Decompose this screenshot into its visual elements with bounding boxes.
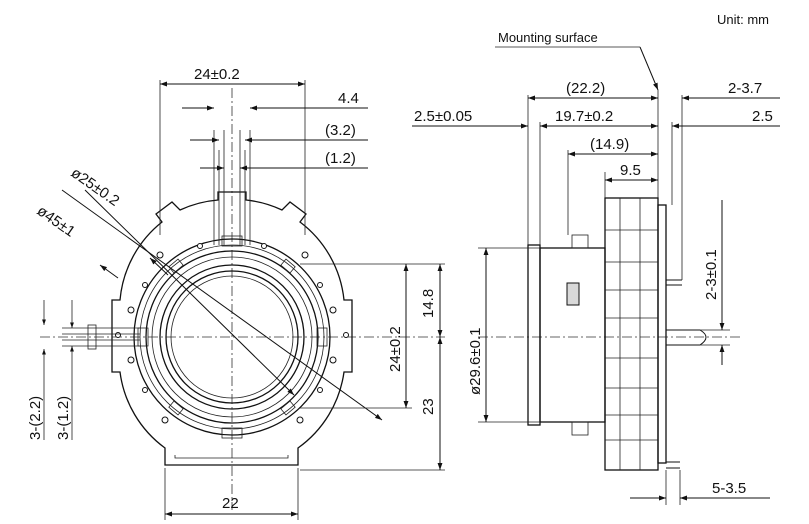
dim-24-right: 24±0.2 <box>387 326 404 372</box>
bezel-ring-3 <box>145 250 319 424</box>
bottom-tab-inner <box>174 455 289 459</box>
side-view: Mounting surface <box>412 30 780 505</box>
top-terminals <box>213 130 251 245</box>
mounting-surface-label: Mounting surface <box>498 30 598 45</box>
dim-3-2: (3.2) <box>325 122 356 139</box>
dim-19-7: 19.7±0.2 <box>555 108 613 125</box>
bezel-ring-4 <box>151 256 313 418</box>
dia45-leader <box>61 189 383 421</box>
dim-22: 22 <box>222 495 239 512</box>
dim-2-5-005: 2.5±0.05 <box>414 108 472 125</box>
body-rear <box>604 197 659 471</box>
dim-dia45: ø45±1 <box>34 202 79 240</box>
side-latch <box>566 282 580 306</box>
dim-14-8: 14.8 <box>420 289 437 318</box>
bezel-ring-5 <box>159 264 305 410</box>
dim-9-5: 9.5 <box>620 162 641 179</box>
dia25-arrow-start <box>149 257 169 276</box>
dim-2-3: 2-3±0.1 <box>703 249 720 300</box>
dim-2-3-7: 2-3.7 <box>728 80 762 97</box>
side-body <box>527 197 707 471</box>
dim-14-9: (14.9) <box>590 136 629 153</box>
dim-29-6: ø29.6±0.1 <box>467 328 484 395</box>
bezel-teeth <box>137 235 328 439</box>
dia45-arrow-start <box>99 264 119 279</box>
dim-24-top: 24±0.2 <box>194 66 240 83</box>
bezel-outer-ring <box>133 238 331 436</box>
dim-5-3-5: 5-3.5 <box>712 480 746 497</box>
bezel-inner-ring <box>165 270 299 404</box>
dim-4-4: 4.4 <box>338 90 359 107</box>
dim-left-2-2: 3-(2.2) <box>27 396 44 440</box>
left-terminals <box>62 324 140 350</box>
dim-dia25: ø25±0.2 <box>68 164 123 209</box>
outer-housing-outline <box>111 191 353 466</box>
dim-1-2: (1.2) <box>325 150 356 167</box>
bezel-innermost-ring <box>170 275 294 399</box>
body-front-flange <box>527 244 541 426</box>
dim-2-5: 2.5 <box>752 108 773 125</box>
body-rear-plate <box>657 204 667 464</box>
dim-23: 23 <box>420 398 437 415</box>
mounting-leader <box>639 46 659 91</box>
front-view: 24±0.2 4.4 (3.2) (1.2) ø25±0.2 ø45±1 24±… <box>27 66 445 520</box>
body-main <box>539 247 606 423</box>
bezel-ring-2 <box>139 244 325 430</box>
dia25-leader <box>84 189 295 396</box>
dim-22-2: (22.2) <box>566 80 605 97</box>
mounting-holes <box>115 243 349 424</box>
unit-label: Unit: mm <box>717 12 769 27</box>
dim-left-1-2: 3-(1.2) <box>55 396 72 440</box>
